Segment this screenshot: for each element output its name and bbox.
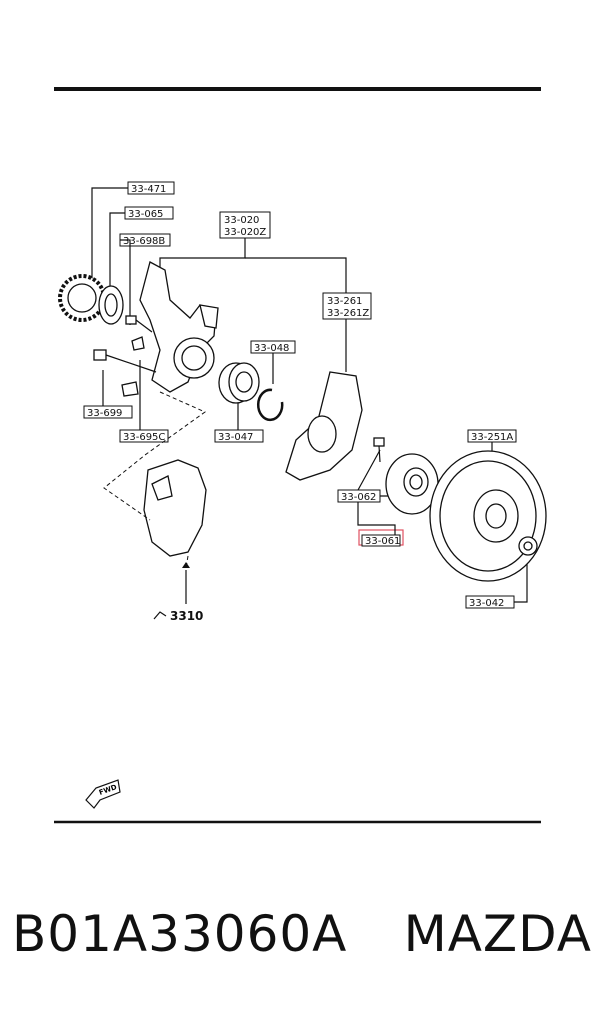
bearing-part	[218, 362, 260, 404]
reference-arrow-icon	[153, 611, 167, 620]
knuckle-part	[139, 261, 219, 393]
caliper-part	[143, 459, 207, 557]
footer: B01A33060A MAZDA	[12, 905, 592, 963]
label-33-020[interactable]: 33-020 33-020Z	[219, 211, 271, 239]
svg-text:33-699: 33-699	[87, 408, 122, 419]
svg-text:33-062: 33-062	[341, 492, 376, 503]
label-33-695c[interactable]: 33-695C	[119, 429, 169, 443]
svg-text:33-020: 33-020	[224, 215, 259, 226]
svg-text:33-020Z: 33-020Z	[224, 227, 266, 238]
hub-bolt-part	[373, 437, 385, 463]
label-33-048[interactable]: 33-048	[250, 340, 296, 354]
brake-disc-part	[429, 450, 547, 582]
svg-text:33-047: 33-047	[218, 432, 253, 443]
svg-text:33-061: 33-061	[365, 536, 400, 547]
clip-part	[121, 336, 145, 397]
svg-text:33-695C: 33-695C	[123, 432, 165, 443]
label-33-042[interactable]: 33-042	[465, 595, 515, 609]
long-bolt-part	[93, 349, 157, 373]
label-33-062[interactable]: 33-062	[337, 489, 381, 503]
brand-name: MAZDA	[403, 905, 592, 963]
svg-text:33-261Z: 33-261Z	[327, 308, 369, 319]
dashed-guide-lines	[103, 391, 207, 604]
label-33-699[interactable]: 33-699	[83, 405, 133, 419]
label-33-065[interactable]: 33-065	[124, 206, 174, 220]
label-33-047[interactable]: 33-047	[214, 429, 264, 443]
svg-text:33-042: 33-042	[469, 598, 504, 609]
svg-text:33-251A: 33-251A	[471, 432, 513, 443]
label-33-471[interactable]: 33-471	[127, 181, 175, 195]
svg-text:33-698B: 33-698B	[123, 236, 165, 247]
seal-part	[98, 285, 124, 325]
label-33-261[interactable]: 33-261 33-261Z	[322, 292, 372, 320]
dust-shield-part	[285, 371, 363, 481]
part-number: B01A33060A	[12, 905, 348, 963]
snap-ring-part	[256, 388, 284, 422]
sensor-ring-part	[58, 274, 106, 322]
nut-part	[518, 536, 538, 556]
hub-part	[385, 453, 439, 515]
leader-lines	[91, 187, 528, 603]
svg-text:33-065: 33-065	[128, 209, 163, 220]
svg-text:33-048: 33-048	[254, 343, 289, 354]
reference-3310[interactable]: 3310	[153, 609, 203, 623]
forward-direction-icon: FWD	[85, 779, 121, 809]
svg-text:33-261: 33-261	[327, 296, 362, 307]
label-33-251a[interactable]: 33-251A	[467, 429, 517, 443]
svg-text:33-471: 33-471	[131, 184, 166, 195]
bolt-part	[125, 315, 153, 333]
svg-text:3310: 3310	[170, 609, 203, 623]
label-33-061-highlighted[interactable]: 33-061	[358, 529, 404, 547]
